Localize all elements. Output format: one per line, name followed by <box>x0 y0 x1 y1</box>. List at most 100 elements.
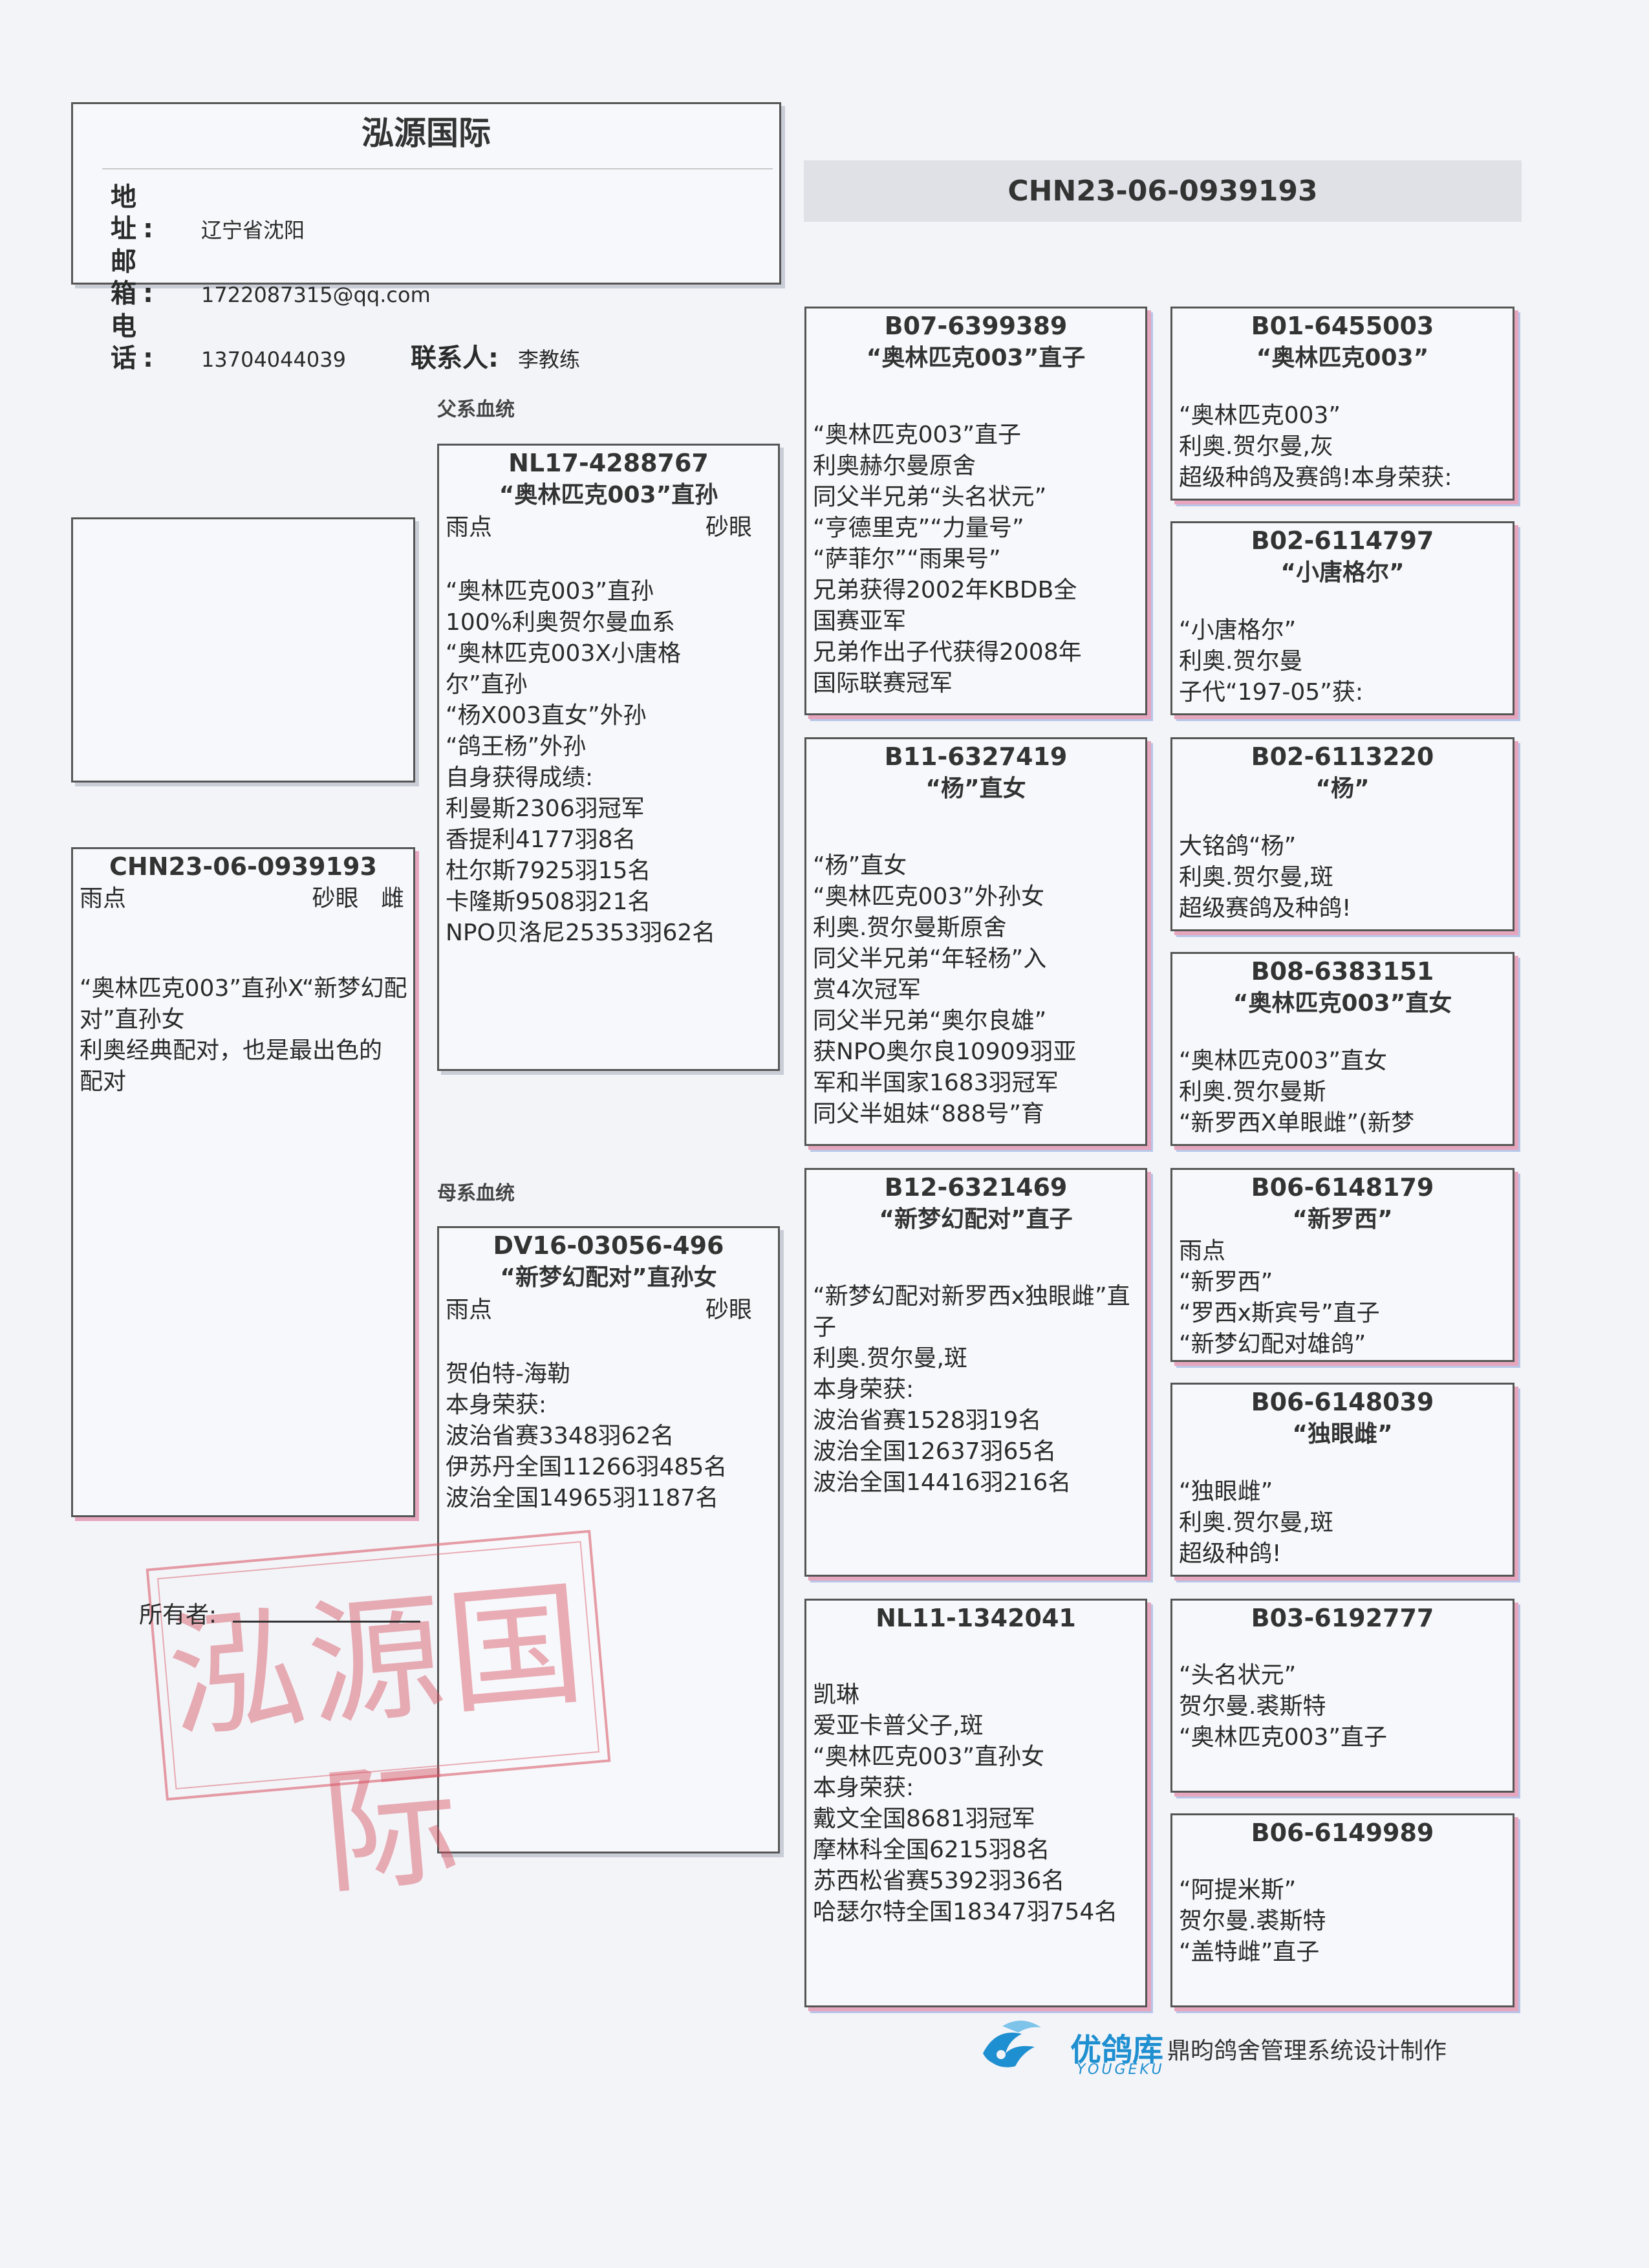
grandparent-line: 爱亚卡普父子,斑 <box>813 1712 984 1739</box>
footer-brand-name: 优鸽库 <box>1070 2032 1164 2068</box>
great-grandparent-card: B01-6455003 “奥林匹克003” “奥林匹克003” 利奥.贺尔曼,灰… <box>1170 307 1514 501</box>
subject-eye: 砂眼 <box>312 885 359 912</box>
grandparent-line: 利奥赫尔曼原舍 <box>813 453 976 479</box>
great-grandparent-ring: B01-6455003 <box>1251 312 1434 340</box>
great-grandparent-card: B08-6383151 “奥林匹克003”直女 “奥林匹克003”直女 利奥.贺… <box>1170 952 1514 1146</box>
great-grandparent-card: B02-6113220 “杨” 大铭鸽“杨” 利奥.贺尔曼,斑 超级赛鸽及种鸽! <box>1170 737 1514 931</box>
yougeku-logo-icon <box>983 2020 1041 2068</box>
great-grandparent-ring: B02-6114797 <box>1251 526 1434 555</box>
loft-seal-stamp: 泓源国际 <box>146 1529 611 1914</box>
subject-note: 配对 <box>80 1068 127 1095</box>
great-grandparent-name: “杨” <box>1315 775 1370 802</box>
great-grandparent-ring: B06-6149989 <box>1251 1819 1434 1847</box>
grandparent-line: 同父半兄弟“头名状元” <box>813 484 1047 510</box>
great-grandparent-line: 子代“197-05”获: <box>1179 679 1363 706</box>
sire-line: 尔”直孙 <box>446 671 528 698</box>
grandparent-line: 同父半兄弟“奥尔良雄” <box>813 1008 1047 1034</box>
sire-line: “杨X003直女”外孙 <box>446 702 647 729</box>
grandparent-line: “奥林匹克003”直孙女 <box>813 1744 1045 1770</box>
contact-value: 李教练 <box>517 347 580 372</box>
dam-line: 波治省赛3348羽62名 <box>446 1423 674 1449</box>
sire-line: “奥林匹克003”直孙 <box>446 578 654 605</box>
dam-name: “新梦幻配对”直孙女 <box>500 1264 717 1291</box>
grandparent-line: “萨菲尔”“雨果号” <box>813 546 1001 572</box>
grandparent-line: 利奥.贺尔曼斯原舍 <box>813 914 1007 941</box>
great-grandparent-line: “新罗西” <box>1179 1269 1273 1295</box>
great-grandparent-ring: B03-6192777 <box>1251 1604 1434 1632</box>
sire-card: NL17-4288767 “奥林匹克003”直孙 雨点 砂眼 “奥林匹克003”… <box>437 444 780 1071</box>
great-grandparent-line: 利奥.贺尔曼,斑 <box>1179 1509 1333 1536</box>
pigeon-photo-placeholder <box>71 517 415 783</box>
grandparent-ring: NL11-1342041 <box>876 1604 1076 1632</box>
grandparent-line: 本身荣获: <box>813 1376 914 1403</box>
sire-line: 香提利4177羽8名 <box>446 826 636 853</box>
great-grandparent-card: B06-6148179 “新罗西” 雨点 “新罗西” “罗西x斯宾号”直子 “新… <box>1170 1168 1514 1362</box>
subject-note: 对”直孙女 <box>80 1006 185 1033</box>
sire-line: “奥林匹克003X小唐格 <box>446 640 682 667</box>
grandparent-line: “奥林匹克003”外孙女 <box>813 883 1045 910</box>
phone-label: 电 话: <box>111 312 160 373</box>
grandparent-line: “亨德里克”“力量号” <box>813 515 1024 541</box>
dam-line-label: 母系血统 <box>437 1182 515 1205</box>
grandparent-card: B12-6321469 “新梦幻配对”直子 “新梦幻配对新罗西x独眼雌”直 子 … <box>804 1168 1147 1577</box>
great-grandparent-line: “新梦幻配对雄鸽” <box>1179 1331 1366 1357</box>
grandparent-line: 兄弟作出子代获得2008年 <box>813 639 1082 665</box>
great-grandparent-line: 雨点 <box>1179 1238 1226 1264</box>
grandparent-line: 赏4次冠军 <box>813 977 921 1003</box>
great-grandparent-line: 利奥.贺尔曼 <box>1179 648 1303 675</box>
grandparent-card: B11-6327419 “杨”直女 “杨”直女 “奥林匹克003”外孙女 利奥.… <box>804 737 1147 1146</box>
subject-pigeon-card: CHN23-06-0939193 雨点 砂眼 雌 “奥林匹克003”直孙X“新梦… <box>71 847 415 1517</box>
sire-line-label: 父系血统 <box>437 398 515 421</box>
grandparent-ring: B07-6399389 <box>884 312 1068 340</box>
great-grandparent-line: 超级种鸽! <box>1179 1540 1282 1567</box>
great-grandparent-ring: B02-6113220 <box>1251 742 1434 771</box>
great-grandparent-line: “奥林匹克003”直子 <box>1179 1724 1388 1751</box>
sire-line: 利曼斯2306羽冠军 <box>446 795 645 822</box>
sire-line: “鸽王杨”外孙 <box>446 733 587 760</box>
sire-line: 自身获得成绩: <box>446 764 594 791</box>
great-grandparent-name: “小唐格尔” <box>1280 559 1405 586</box>
owner-signature-line <box>233 1621 420 1623</box>
subject-ring: CHN23-06-0939193 <box>109 852 377 881</box>
grandparent-name: “新梦幻配对”直子 <box>879 1206 1073 1233</box>
grandparent-line: “杨”直女 <box>813 852 907 879</box>
loft-contact-info: 地 址:辽宁省沈阳 邮 箱:1722087315@qq.com 电 话:1370… <box>111 182 580 376</box>
grandparent-name: “奥林匹克003”直子 <box>866 345 1086 371</box>
address-value: 辽宁省沈阳 <box>201 218 305 243</box>
dam-line: 本身荣获: <box>446 1392 547 1418</box>
grandparent-line: 获NPO奥尔良10909羽亚 <box>813 1039 1077 1065</box>
address-label: 地 址: <box>111 182 160 244</box>
sire-line: 100%利奥贺尔曼血系 <box>446 609 675 636</box>
great-grandparent-ring: B06-6148039 <box>1251 1388 1434 1416</box>
email-label: 邮 箱: <box>111 247 160 308</box>
grandparent-line: 波治全国12637羽65名 <box>813 1438 1057 1465</box>
grandparent-line: 国际联赛冠军 <box>813 670 953 697</box>
grandparent-line: 子 <box>813 1314 837 1341</box>
great-grandparent-card: B06-6148039 “独眼雌” “独眼雌” 利奥.贺尔曼,斑 超级种鸽! <box>1170 1383 1514 1577</box>
great-grandparent-line: 利奥.贺尔曼,灰 <box>1179 433 1333 460</box>
great-grandparent-card: B06-6149989 “阿提米斯” 贺尔曼.裘斯特 “盖特雌”直子 <box>1170 1813 1514 2007</box>
sire-line: NPO贝洛尼25353羽62名 <box>446 920 716 946</box>
great-grandparent-line: 贺尔曼.裘斯特 <box>1179 1908 1326 1934</box>
great-grandparent-line: “小唐格尔” <box>1179 617 1297 643</box>
great-grandparent-line: “新罗西X单眼雌”(新梦 <box>1179 1110 1415 1136</box>
dam-line: 伊苏丹全国11266羽485名 <box>446 1454 727 1480</box>
subject-note: “奥林匹克003”直孙X“新梦幻配 <box>80 975 407 1002</box>
grandparent-line: 波治全国14416羽216名 <box>813 1469 1072 1496</box>
grandparent-card: NL11-1342041 凯琳 爱亚卡普父子,斑 “奥林匹克003”直孙女 本身… <box>804 1599 1147 2007</box>
dam-ring: DV16-03056-496 <box>493 1231 724 1260</box>
sire-ring: NL17-4288767 <box>508 449 709 477</box>
great-grandparent-line: 贺尔曼.裘斯特 <box>1179 1693 1326 1720</box>
great-grandparent-line: 利奥.贺尔曼斯 <box>1179 1079 1326 1105</box>
grandparent-line: 苏西松省赛5392羽36名 <box>813 1868 1065 1894</box>
great-grandparent-line: 利奥.贺尔曼,斑 <box>1179 864 1333 891</box>
grandparent-ring: B11-6327419 <box>884 742 1068 771</box>
loft-header: 泓源国际 地 址:辽宁省沈阳 邮 箱:1722087315@qq.com 电 话… <box>71 102 781 373</box>
great-grandparent-name: “新罗西” <box>1292 1206 1393 1233</box>
dam-card: DV16-03056-496 “新梦幻配对”直孙女 雨点 砂眼 贺伯特-海勒 本… <box>437 1226 780 1853</box>
great-grandparent-line: “头名状元” <box>1179 1662 1297 1689</box>
great-grandparent-line: “罗西x斯宾号”直子 <box>1179 1300 1380 1326</box>
grandparent-card: B07-6399389 “奥林匹克003”直子 “奥林匹克003”直子 利奥赫尔… <box>804 307 1147 715</box>
subject-note: 利奥经典配对，也是最出色的 <box>80 1037 383 1064</box>
loft-name: 泓源国际 <box>361 114 491 152</box>
